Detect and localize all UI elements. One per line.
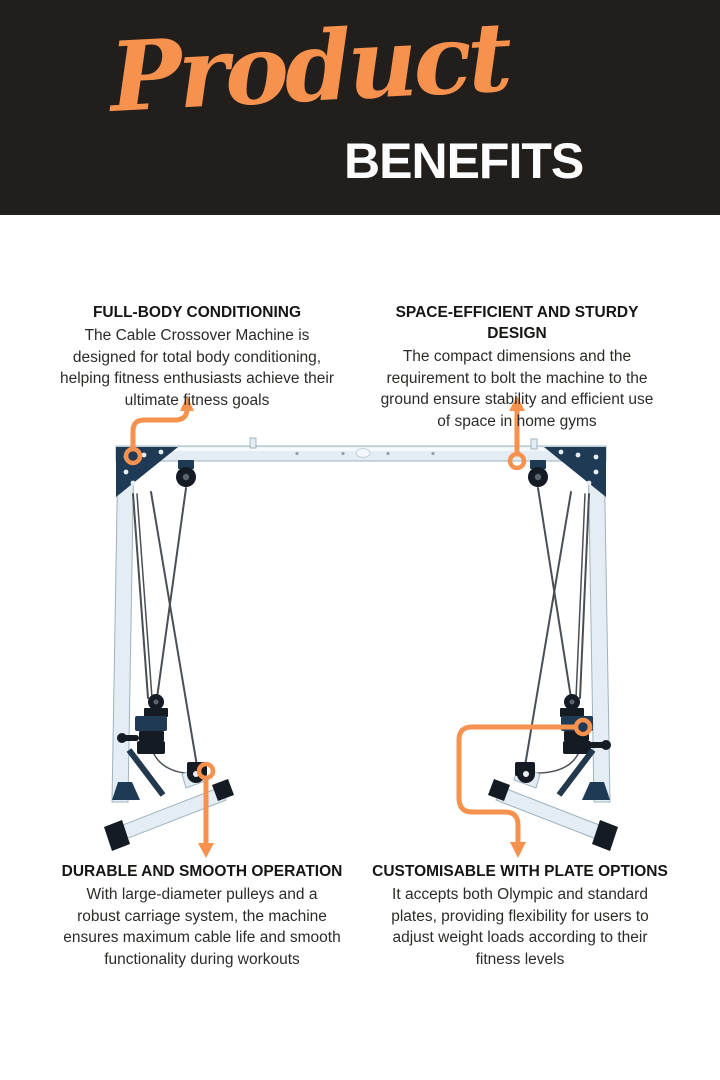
arrowhead-down-icon: [198, 843, 214, 858]
benefit-body-line: ground ensure stability and efficient us…: [380, 391, 654, 408]
benefit-body-line: The compact dimensions and the: [402, 348, 632, 365]
benefit-body-line: ultimate fitness goals: [124, 391, 270, 409]
foot-end-cap: [592, 820, 618, 851]
benefit-body-line: functionality during workouts: [104, 950, 300, 968]
benefit-title: FULL-BODY CONDITIONING: [92, 304, 302, 321]
benefit-title: SPACE-EFFICIENT AND STURDY DESIGN: [395, 304, 639, 342]
benefit-body-line: designed for total body conditioning,: [72, 348, 322, 366]
benefit-body-line: of space in home gyms: [437, 412, 597, 430]
benefit-block-bottom-left: DURABLE AND SMOOTH OPERATION With large-…: [44, 861, 360, 970]
connector-bottom-left: [196, 761, 216, 858]
benefit-body-line: fitness levels: [475, 950, 565, 968]
machine-right-base: [488, 748, 618, 851]
benefit-body-line: adjust weight loads according to their: [392, 929, 648, 946]
benefit-body-line: ensures maximum cable life and smooth: [63, 929, 341, 946]
header-band: Product BENEFITS: [0, 0, 720, 215]
arrowhead-up-icon: [180, 396, 194, 411]
benefit-body-line: It accepts both Olympic and standard: [392, 886, 648, 903]
machine-right-gusset-plate: [544, 447, 606, 497]
foot-end-cap: [488, 779, 510, 801]
benefit-body-line: helping fitness enthusiasts achieve thei…: [60, 370, 334, 387]
benefit-body-line: robust carriage system, the machine: [77, 907, 327, 925]
machine-top-beam: [115, 437, 607, 462]
benefit-body-line: The Cable Crossover Machine is: [84, 327, 310, 344]
cable-hanger-tab: [249, 437, 257, 449]
cable-crossover-machine: [104, 437, 618, 851]
benefit-block-bottom-right: CUSTOMISABLE WITH PLATE OPTIONS It accep…: [366, 861, 674, 970]
cable-hanger-tab: [530, 438, 538, 450]
benefit-body-line: requirement to bolt the machine to the: [386, 369, 648, 387]
benefit-body-line: plates, providing flexibility for users …: [391, 907, 649, 925]
machine-left-top-pulley: [176, 460, 196, 487]
connector-top-right: [507, 396, 527, 471]
callout-connectors: [123, 396, 593, 858]
benefit-title: CUSTOMISABLE WITH PLATE OPTIONS: [372, 863, 668, 880]
benefit-title: DURABLE AND SMOOTH OPERATION: [61, 863, 343, 880]
foot-end-cap: [104, 820, 130, 851]
machine-right-top-pulley: [528, 460, 548, 487]
machine-left-carriage: [117, 694, 168, 754]
arrowhead-up-icon: [509, 396, 525, 411]
connector-top-left: [123, 396, 194, 466]
foot-end-cap: [212, 779, 234, 801]
arrowhead-down-icon: [510, 842, 526, 858]
benefit-block-top-right: SPACE-EFFICIENT AND STURDY DESIGN The co…: [364, 302, 670, 432]
benefit-block-top-left: FULL-BODY CONDITIONING The Cable Crossov…: [38, 302, 356, 411]
benefits-title: BENEFITS: [344, 133, 584, 189]
machine-cables: [132, 487, 590, 774]
benefit-body-line: With large-diameter pulleys and a: [86, 886, 318, 903]
connector-bottom-right: [456, 717, 593, 858]
